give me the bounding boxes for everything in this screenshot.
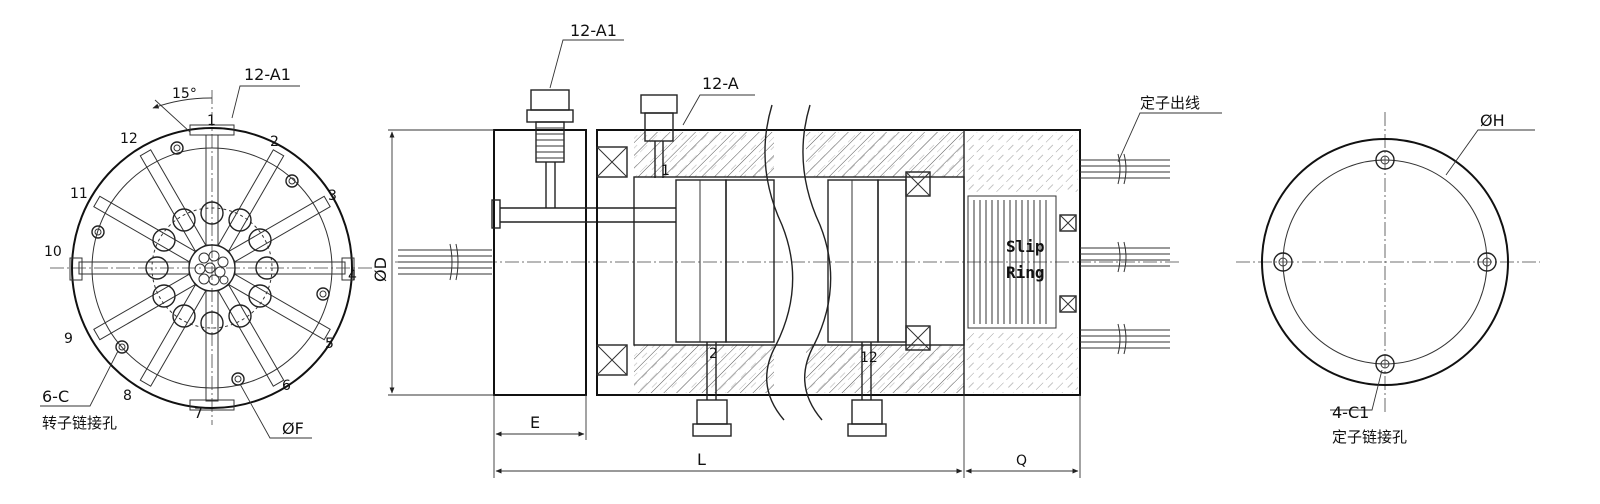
front-hole-pcd <box>151 207 273 329</box>
seal-grooves <box>675 179 907 343</box>
top-fitting-leader <box>549 39 624 89</box>
channel-number: 9 <box>64 331 73 347</box>
break-line-left <box>764 104 794 421</box>
slip-ring-stack <box>967 195 1057 329</box>
end-view: ØH 4-C1 定子链接孔 <box>1236 111 1540 446</box>
channel-number: 5 <box>325 336 334 352</box>
diameter-h-leader <box>1445 129 1535 176</box>
top-fitting-callout: 12-A1 <box>570 21 617 40</box>
side-channel-2: 2 <box>709 346 718 362</box>
center-wire-bundle <box>188 244 236 292</box>
radial-top-fitting <box>640 94 678 178</box>
channel-number: 8 <box>123 388 132 404</box>
dimension-e-label: E <box>530 413 540 432</box>
channel-numbers: 1 2 3 4 5 6 7 8 9 10 11 12 <box>44 113 357 422</box>
stator-hole-callout: 4-C1 <box>1332 403 1369 422</box>
port-callout-leader <box>231 85 300 119</box>
front-outer-flange <box>71 127 353 409</box>
channel-number: 11 <box>70 186 88 202</box>
stator-mounting-holes <box>1273 150 1497 374</box>
radial-fitting-callout: 12-A <box>702 74 739 93</box>
channel-number: 3 <box>328 188 337 204</box>
angle-arc <box>152 97 213 109</box>
radial-fitting-leader <box>682 94 755 126</box>
rotor-hole-leader <box>40 350 119 407</box>
diameter-f-label: ØF <box>282 419 304 438</box>
dimension-l-label: L <box>697 450 706 469</box>
channel-number: 7 <box>194 406 203 422</box>
diameter-d-label: ØD <box>371 257 390 282</box>
stator-hole-leader <box>1330 369 1383 411</box>
side-channel-1: 1 <box>661 163 670 179</box>
angle-leader <box>154 99 191 133</box>
top-axial-fitting <box>526 89 574 208</box>
side-channel-12: 12 <box>860 350 878 366</box>
rotor-mounting-holes <box>91 141 330 386</box>
stator-hole-note: 定子链接孔 <box>1332 428 1407 446</box>
rotor-hole-callout: 6-C <box>42 387 69 406</box>
housing-body <box>596 129 1081 396</box>
rim-notches <box>69 124 355 411</box>
front-view: 15° 12-A1 1 2 3 4 5 6 7 8 9 10 11 12 6-C… <box>40 65 375 439</box>
rotor-shaft <box>633 176 965 346</box>
break-line-right <box>802 104 832 421</box>
channel-plug <box>491 199 501 229</box>
stator-wires <box>1080 153 1170 355</box>
radial-channels <box>78 134 346 402</box>
channel-number: 2 <box>270 134 279 150</box>
bottom-fitting-2 <box>692 342 732 437</box>
stator-wire-leader <box>1117 112 1222 163</box>
port-holes <box>145 201 279 335</box>
rotor-flange <box>493 129 587 396</box>
slip-ring-text-line1: Slip <box>1006 237 1045 256</box>
slip-ring-hatch-bottom <box>966 332 1078 393</box>
front-inner-circle <box>91 147 333 389</box>
angle-label: 15° <box>172 86 197 102</box>
channel-number: 4 <box>348 268 357 284</box>
side-view: 12-A 1 <box>371 21 1222 478</box>
channel-number: 10 <box>44 244 62 260</box>
channel-number: 1 <box>207 113 216 129</box>
bottom-fitting-12 <box>847 342 887 437</box>
slip-ring-text-line2: Ring <box>1006 263 1045 282</box>
channel-number: 12 <box>120 131 138 147</box>
diameter-h-label: ØH <box>1480 111 1505 130</box>
slip-ring-hatch-top <box>966 132 1078 192</box>
stator-wire-label: 定子出线 <box>1140 94 1200 112</box>
left-wire-bundle <box>398 243 492 281</box>
diameter-f-leader <box>239 383 312 439</box>
end-inner-circle <box>1282 159 1488 365</box>
rotor-hole-note: 转子链接孔 <box>42 414 117 432</box>
port-callout-label: 12-A1 <box>244 65 291 84</box>
bearings <box>596 146 1077 376</box>
dimension-q-label: Q <box>1016 453 1027 469</box>
end-outer-circle <box>1261 138 1509 386</box>
channel-number: 6 <box>282 378 291 394</box>
